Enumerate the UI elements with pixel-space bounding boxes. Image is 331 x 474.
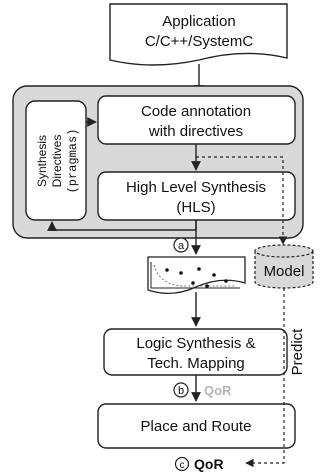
logic-synthesis-line1: Logic Synthesis &	[136, 335, 255, 352]
plot-point	[197, 267, 201, 271]
svg-text:c: c	[180, 460, 185, 471]
qor-b-label: QoR	[204, 383, 232, 398]
code-annotation-line2: with directives	[148, 123, 243, 140]
predict-label: Predict	[289, 328, 306, 376]
application-box: Application C/C++/SystemC	[109, 3, 288, 66]
model-cylinder: Model	[254, 244, 314, 289]
synthesis-directives-box: Synthesis Directives (pragmas)	[25, 100, 87, 221]
marker-c: c	[174, 456, 190, 472]
qor-c-label: QoR	[194, 456, 224, 472]
application-label: Application	[162, 13, 235, 30]
synthesis-directives-line2: Directives	[50, 135, 64, 188]
synthesis-directives-line1: Synthesis	[35, 135, 49, 187]
plot-point	[212, 273, 216, 277]
plot-point	[224, 279, 228, 283]
synthesis-directives-line3: (pragmas)	[66, 129, 80, 194]
application-languages: C/C++/SystemC	[145, 33, 254, 50]
logic-synthesis-line2: Tech. Mapping	[147, 355, 245, 372]
model-label: Model	[264, 263, 305, 280]
dashed-predict-arrow	[245, 288, 285, 468]
logic-synthesis-box: Logic Synthesis & Tech. Mapping	[103, 328, 288, 376]
design-space-plot	[147, 256, 246, 294]
hls-box: High Level Synthesis (HLS)	[97, 171, 296, 221]
svg-text:b: b	[178, 385, 184, 397]
marker-a: a	[173, 237, 189, 253]
hls-line1: High Level Synthesis	[126, 179, 266, 196]
marker-b: b	[173, 382, 189, 398]
hls-line2: (HLS)	[176, 199, 215, 216]
plot-point	[205, 284, 209, 288]
plot-point	[179, 271, 183, 275]
svg-text:a: a	[178, 240, 185, 252]
place-and-route-box: Place and Route	[97, 403, 296, 449]
place-and-route-label: Place and Route	[141, 418, 252, 435]
code-annotation-box: Code annotation with directives	[97, 95, 296, 145]
plot-point	[165, 268, 169, 272]
dashed-arrow-to-model	[196, 156, 288, 245]
plot-point	[191, 281, 195, 285]
code-annotation-line1: Code annotation	[141, 103, 251, 120]
